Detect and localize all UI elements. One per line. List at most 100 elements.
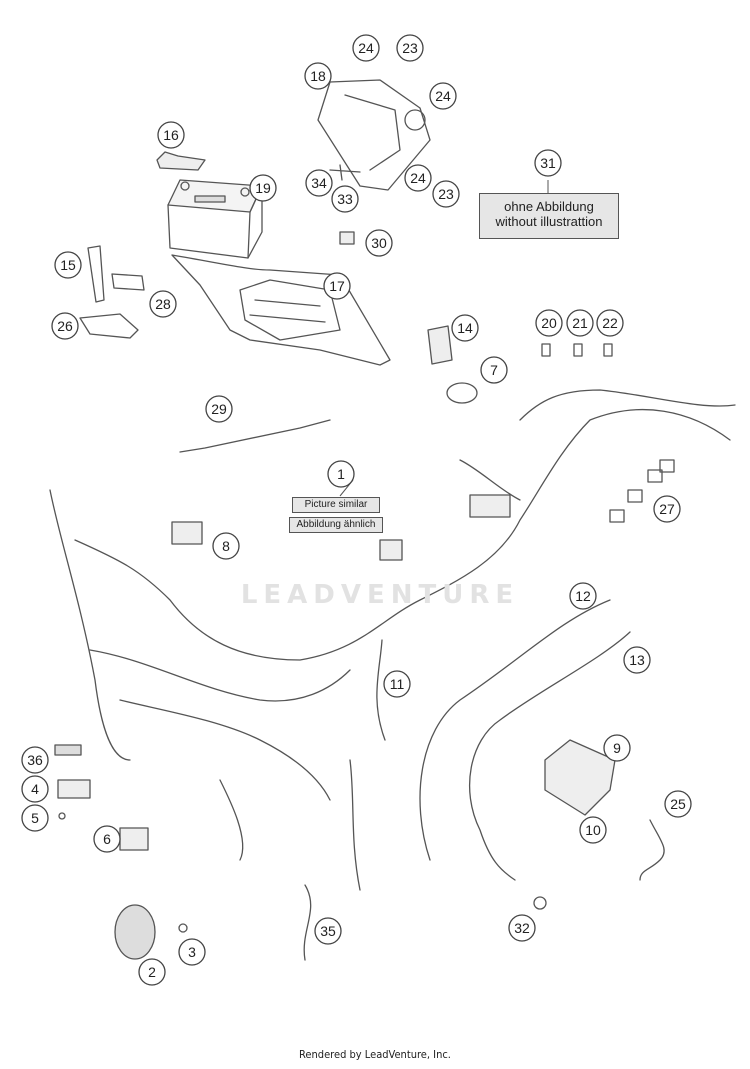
callout-number: 29 [211,401,227,417]
callout-number: 22 [602,315,618,331]
callout-circle [304,62,332,90]
callout-circle [178,938,206,966]
horn-2-part [114,904,156,960]
callout-number: 25 [670,796,686,812]
note-31-line-1: ohne Abbildung [504,199,594,214]
callout-circle [664,790,692,818]
callout-circle [93,825,121,853]
callout-circle [596,309,624,337]
callout-circle [323,272,351,300]
callout-number: 4 [31,781,39,797]
callout-number: 21 [572,315,588,331]
cable-29-part [179,419,331,453]
callout-number: 1 [337,466,345,482]
callout-circle [534,149,562,177]
callout-circle [508,914,536,942]
callout-circle [432,180,460,208]
cable-35-part [303,884,312,961]
note-31-line-2: without illustrattion [495,214,603,229]
callout-number: 31 [540,155,556,171]
callout-number: 17 [329,278,345,294]
callout-number: 27 [659,501,675,517]
callout-number: 36 [27,752,43,768]
note-31-label: ohne Abbildung without illustrattion [479,193,619,239]
bolt-32-part [533,896,547,910]
callout-circle [603,734,631,762]
callout-circle [212,532,240,560]
callout-circle [327,460,355,488]
callout-number: 23 [438,186,454,202]
callout-circle [566,309,594,337]
callout-number: 24 [410,170,426,186]
callout-number: 28 [155,296,171,312]
cable-13-part [468,631,631,881]
footer-credit: Rendered by LeadVenture, Inc. [299,1048,451,1061]
callout-circle [331,185,359,213]
callout-circle [205,395,233,423]
callout-number: 18 [310,68,326,84]
screws-33-34-part [329,164,361,181]
callout-circle [383,670,411,698]
callout-circle [579,816,607,844]
note-1-line-1: Picture similar [304,499,368,510]
battery-tray-part [171,254,391,366]
callout-circle [21,746,49,774]
note-1-line-2: Abbildung ähnlich [296,519,376,530]
battery-holder-part [156,151,206,171]
callout-circle [365,229,393,257]
battery-part [167,179,263,259]
callout-circle [54,251,82,279]
callout-circle [429,82,457,110]
callout-number: 6 [103,831,111,847]
callout-circle [157,121,185,149]
callout-number: 9 [613,740,621,756]
callout-circle [623,646,651,674]
callout-circle [480,356,508,384]
part-5 [58,812,66,820]
cable-25-part [639,819,665,881]
callout-circle [404,164,432,192]
callout-circle [21,804,49,832]
bracket-15-part [87,245,105,303]
callout-number: 32 [514,920,530,936]
callout-circle [314,917,342,945]
callout-number: 3 [188,944,196,960]
note-1-label-top: Picture similar [292,497,380,513]
callout-number: 26 [57,318,73,334]
callout-number: 23 [402,40,418,56]
callout-number: 11 [390,676,405,692]
watermark: LEADVENTURE [240,580,520,610]
callout-number: 12 [575,588,591,604]
callout-circle [352,34,380,62]
cable-11-part [376,639,386,741]
part-36 [54,744,82,756]
callout-number: 8 [222,538,230,554]
bracket-26-part [79,313,139,339]
main-harness-part [49,389,736,891]
callout-circle [451,314,479,342]
callout-number: 15 [60,257,76,273]
callout-number: 16 [163,127,179,143]
cable-12-part [419,599,611,861]
callout-circle [51,312,79,340]
callout-circle [21,775,49,803]
callout-number: 33 [337,191,353,207]
callout-number: 30 [371,235,387,251]
bracket-28-part [111,273,145,291]
relay-8-part [171,521,203,545]
callout-circle [249,174,277,202]
callout-number: 10 [585,822,601,838]
callout-number: 20 [541,315,557,331]
callout-circle [396,34,424,62]
callout-number: 13 [629,652,645,668]
callout-circle [535,309,563,337]
note-1-label-bottom: Abbildung ähnlich [289,517,383,533]
connectors-27-part [609,459,675,523]
callout-circle [138,958,166,986]
callout-number: 24 [435,88,451,104]
nut-3-part [178,923,188,933]
callout-number: 19 [255,180,271,196]
callout-number: 2 [148,964,156,980]
